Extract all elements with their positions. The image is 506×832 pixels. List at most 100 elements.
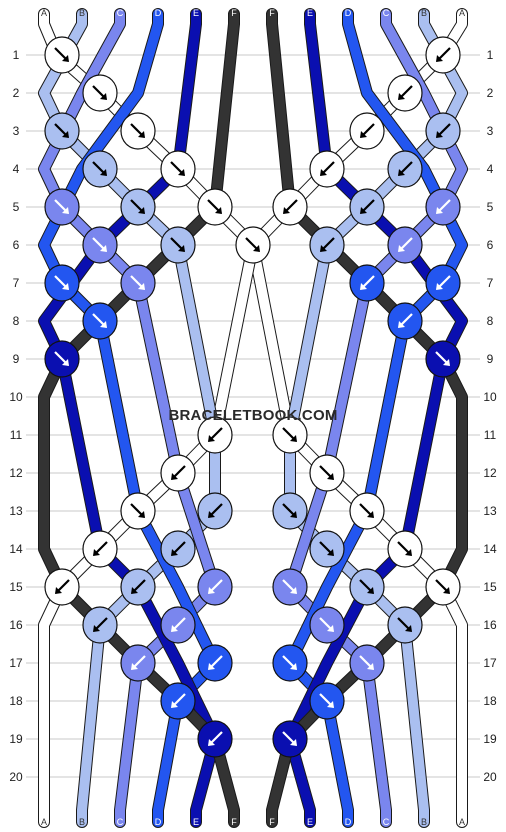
knot-arrow-head	[171, 473, 178, 480]
row-label-left: 10	[9, 390, 23, 404]
row-label-right: 17	[483, 656, 497, 670]
row-label-left: 19	[9, 732, 23, 746]
knot-arrow-head	[290, 587, 297, 594]
knot-17-3	[120, 644, 156, 682]
knot-arrow-head	[208, 511, 215, 518]
knot-15-1	[44, 568, 80, 606]
bottom-string-label: F	[231, 817, 237, 827]
knot-arrow-head	[138, 283, 145, 290]
row-label-right: 7	[487, 276, 494, 290]
top-string-label: E	[193, 8, 199, 18]
row-label-left: 1	[13, 48, 20, 62]
knot-arrow-head	[320, 245, 327, 252]
knot-9-1	[44, 340, 80, 378]
row-label-right: 19	[483, 732, 497, 746]
bottom-string-label: C	[117, 817, 124, 827]
knot-arrow-head	[100, 169, 107, 176]
knot-12-4	[160, 454, 196, 492]
row-label-left: 6	[13, 238, 20, 252]
knot-7-9	[349, 264, 385, 302]
top-string-label: D	[345, 8, 352, 18]
knot-arrow-head	[171, 625, 178, 632]
knot-17-9	[349, 644, 385, 682]
row-label-left: 18	[9, 694, 23, 708]
knot-4-8	[309, 150, 345, 188]
knot-arrow-head	[283, 207, 290, 214]
knot-15-9	[349, 568, 385, 606]
knot-6-10	[387, 226, 423, 264]
knot-arrow-head	[360, 283, 367, 290]
knot-arrow-head	[290, 435, 297, 442]
knot-3-3	[120, 112, 156, 150]
knot-8-10	[387, 302, 423, 340]
knot-arrow-head	[436, 283, 443, 290]
row-label-right: 6	[487, 238, 494, 252]
knot-15-7	[272, 568, 308, 606]
knot-arrow-head	[443, 359, 450, 366]
row-label-right: 2	[487, 86, 494, 100]
row-label-right: 11	[484, 428, 497, 442]
bottom-string-label: D	[345, 817, 352, 827]
knot-arrow-head	[290, 511, 297, 518]
knot-13-7	[272, 492, 308, 530]
knot-4-4	[160, 150, 196, 188]
knot-5-9	[349, 188, 385, 226]
row-label-left: 8	[13, 314, 20, 328]
top-string-label: D	[155, 8, 162, 18]
knot-13-3	[120, 492, 156, 530]
knot-arrow-head	[131, 663, 138, 670]
knot-15-5	[197, 568, 233, 606]
top-string-label: A	[459, 8, 465, 18]
row-label-right: 5	[487, 200, 494, 214]
knot-arrow-head	[436, 55, 443, 62]
top-string-label: B	[79, 8, 85, 18]
knot-arrow-head	[93, 549, 100, 556]
knot-16-4	[160, 606, 196, 644]
knot-4-2	[82, 150, 118, 188]
knot-6-6	[235, 226, 271, 264]
knot-14-8	[309, 530, 345, 568]
row-label-right: 14	[483, 542, 497, 556]
knot-arrow-head	[327, 701, 334, 708]
knot-7-3	[120, 264, 156, 302]
bottom-string-label: D	[155, 817, 162, 827]
knot-arrow-head	[208, 663, 215, 670]
knot-arrow-head	[93, 625, 100, 632]
knot-15-11	[425, 568, 461, 606]
knot-arrow-head	[405, 625, 412, 632]
knot-16-8	[309, 606, 345, 644]
bottom-string-label: C	[383, 817, 390, 827]
row-label-right: 18	[483, 694, 497, 708]
knot-2-10	[387, 74, 423, 112]
knot-14-4	[160, 530, 196, 568]
knot-5-1	[44, 188, 80, 226]
knot-arrow-head	[398, 169, 405, 176]
row-label-left: 7	[13, 276, 20, 290]
knot-arrow-head	[62, 283, 69, 290]
knot-arrow-head	[290, 663, 297, 670]
knot-13-5	[197, 492, 233, 530]
row-label-right: 9	[487, 352, 494, 366]
knots	[44, 36, 461, 758]
row-label-left: 13	[9, 504, 23, 518]
knot-arrow-head	[398, 321, 405, 328]
knot-arrow-head	[100, 321, 107, 328]
knot-13-9	[349, 492, 385, 530]
knot-arrow-head	[171, 701, 178, 708]
row-label-left: 2	[13, 86, 20, 100]
row-label-left: 5	[13, 200, 20, 214]
knot-18-8	[309, 682, 345, 720]
bottom-string-label: E	[307, 817, 313, 827]
knot-arrow-head	[215, 207, 222, 214]
row-label-left: 17	[9, 656, 23, 670]
knot-arrow-head	[178, 169, 185, 176]
knot-5-3	[120, 188, 156, 226]
knot-arrow-head	[208, 739, 215, 746]
knot-arrow-head	[360, 207, 367, 214]
knot-3-11	[425, 112, 461, 150]
knot-arrow-head	[62, 207, 69, 214]
knot-16-10	[387, 606, 423, 644]
row-label-left: 16	[9, 618, 23, 632]
